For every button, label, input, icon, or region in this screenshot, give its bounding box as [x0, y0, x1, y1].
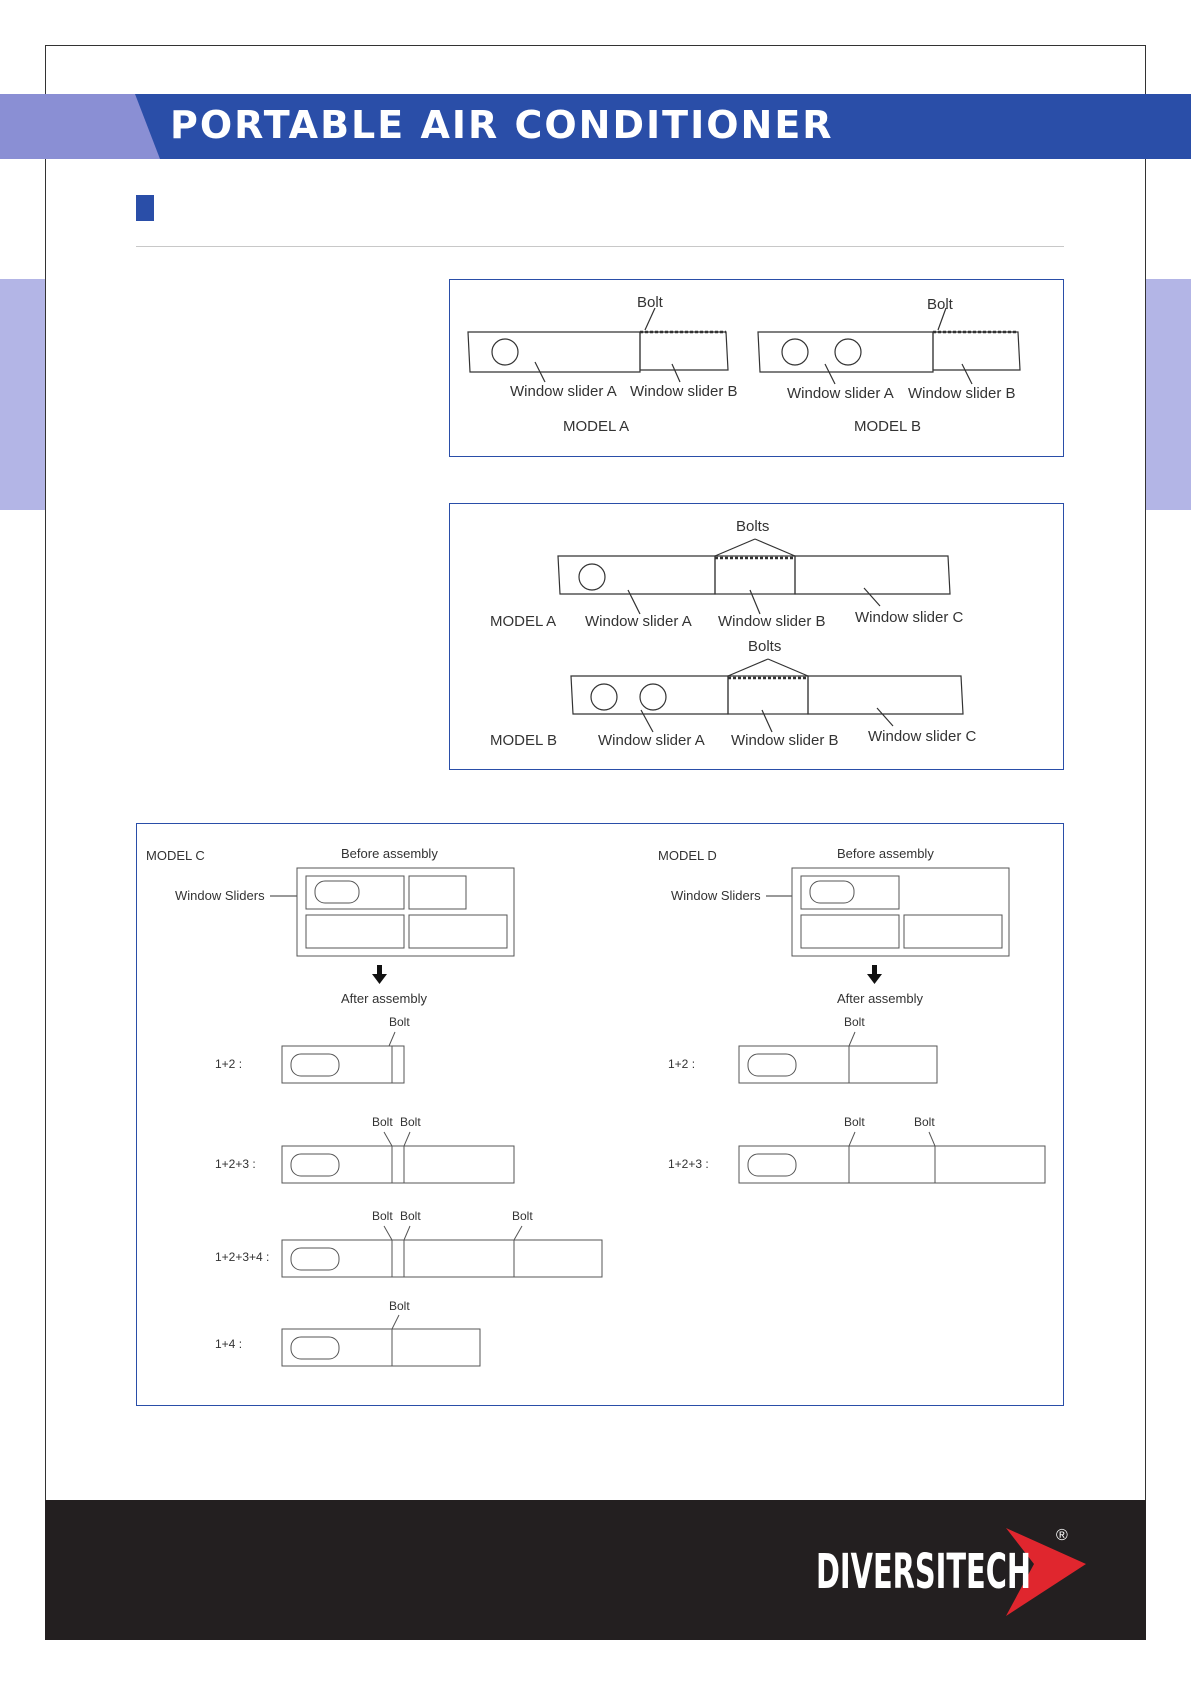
diversitech-logo: DIVERSITECH ®: [816, 1527, 1086, 1616]
model-b-bolt-label: Bolt: [927, 296, 954, 313]
model-a-slider: [467, 307, 729, 383]
model-c-label: MODEL C: [146, 848, 205, 863]
model-a-three-slider: [557, 538, 951, 615]
model-d-arrow-icon: [867, 965, 882, 984]
model-c-bolt-label-1234c: Bolt: [512, 1209, 533, 1223]
side-tab-left: [0, 279, 45, 510]
model-d-bolt-label-123a: Bolt: [844, 1115, 865, 1129]
model-c-combo-1234: 1+2+3+4 :: [215, 1250, 269, 1264]
model-c-bolt-label-123a: Bolt: [372, 1115, 393, 1129]
model-c-bolt-label-12: Bolt: [389, 1015, 410, 1029]
model-d-combo-12: 1+2 :: [668, 1057, 695, 1071]
model-b-label: MODEL B: [854, 418, 921, 435]
model-c-assembly-14: [281, 1314, 481, 1367]
model-c-before-box: [296, 867, 515, 957]
logo-arrow-icon: [1006, 1528, 1086, 1616]
model-c-combo-123: 1+2+3 :: [215, 1157, 256, 1171]
footer: DIVERSITECH ®: [45, 1500, 1146, 1640]
three-slider-model-a-label: MODEL A: [490, 613, 556, 630]
header-accent: [0, 94, 160, 159]
model-c-after-label: After assembly: [341, 991, 427, 1006]
model-a-slider-b-label: Window slider B: [630, 383, 738, 400]
model-c-arrow-icon: [372, 965, 387, 984]
model-d-bolt-label-123b: Bolt: [914, 1115, 935, 1129]
model-a-label: MODEL A: [563, 418, 629, 435]
model-d-before-box: [791, 867, 1010, 957]
model-d-sliders-label: Window Sliders: [671, 888, 761, 903]
three-slider-bolts-label-a: Bolts: [736, 518, 769, 535]
three-slider-b-slider-a-label: Window slider A: [598, 732, 705, 749]
header-band: [0, 94, 1191, 159]
model-c-bolt-label-123b: Bolt: [400, 1115, 421, 1129]
diagram-three-sliders: Bolts MODEL A Window slider A Window sli…: [449, 503, 1064, 770]
three-slider-b-slider-b-label: Window slider B: [731, 732, 839, 749]
model-d-assembly-123: [738, 1131, 1046, 1184]
diagram-assembly: MODEL C Before assembly Window Sliders A…: [136, 823, 1064, 1406]
model-d-after-label: After assembly: [837, 991, 923, 1006]
three-slider-a-slider-c-label: Window slider C: [855, 609, 964, 626]
diagram-two-sliders-svg: Bolt Window slider A Window slider B MOD…: [467, 294, 1021, 435]
three-slider-bolts-label-b: Bolts: [748, 638, 781, 655]
three-slider-a-slider-b-label: Window slider B: [718, 613, 826, 630]
model-c-bolt-label-1234b: Bolt: [400, 1209, 421, 1223]
model-c-assembly-123: [281, 1131, 515, 1184]
footer-registered: ®: [1056, 1527, 1068, 1544]
model-d-assembly-12: [738, 1031, 938, 1084]
side-tab-right: [1146, 279, 1191, 510]
model-c-assembly-12: [281, 1031, 405, 1084]
model-c-assembly-1234: [281, 1225, 603, 1278]
three-slider-b-slider-c-label: Window slider C: [868, 728, 977, 745]
model-a-slider-a-label: Window slider A: [510, 383, 617, 400]
model-c-combo-14: 1+4 :: [215, 1337, 242, 1351]
model-a-bolt-label: Bolt: [637, 294, 664, 311]
model-b-three-slider: [570, 658, 964, 733]
divider: [136, 246, 1064, 247]
three-slider-a-slider-a-label: Window slider A: [585, 613, 692, 630]
model-c-combo-12: 1+2 :: [215, 1057, 242, 1071]
model-d-bolt-label-12: Bolt: [844, 1015, 865, 1029]
three-slider-model-b-label: MODEL B: [490, 732, 557, 749]
model-b-slider-a-label: Window slider A: [787, 385, 894, 402]
model-c-bolt-label-14: Bolt: [389, 1299, 410, 1313]
page-title: PORTABLE AIR CONDITIONER: [170, 103, 834, 147]
diagram-two-sliders: Bolt Window slider A Window slider B MOD…: [449, 279, 1064, 457]
model-d-before-label: Before assembly: [837, 846, 934, 861]
model-c-bolt-label-1234a: Bolt: [372, 1209, 393, 1223]
footer-brand: DIVERSITECH: [816, 1544, 1031, 1600]
model-d-label: MODEL D: [658, 848, 717, 863]
model-c-before-label: Before assembly: [341, 846, 438, 861]
model-d-combo-123: 1+2+3 :: [668, 1157, 709, 1171]
diagram-three-sliders-svg: Bolts MODEL A Window slider A Window sli…: [490, 518, 977, 749]
model-c-sliders-label: Window Sliders: [175, 888, 265, 903]
diagram-assembly-svg: MODEL C Before assembly Window Sliders A…: [146, 846, 1046, 1367]
section-marker: [136, 195, 154, 221]
model-b-slider-b-label: Window slider B: [908, 385, 1016, 402]
model-b-slider: [757, 307, 1021, 385]
